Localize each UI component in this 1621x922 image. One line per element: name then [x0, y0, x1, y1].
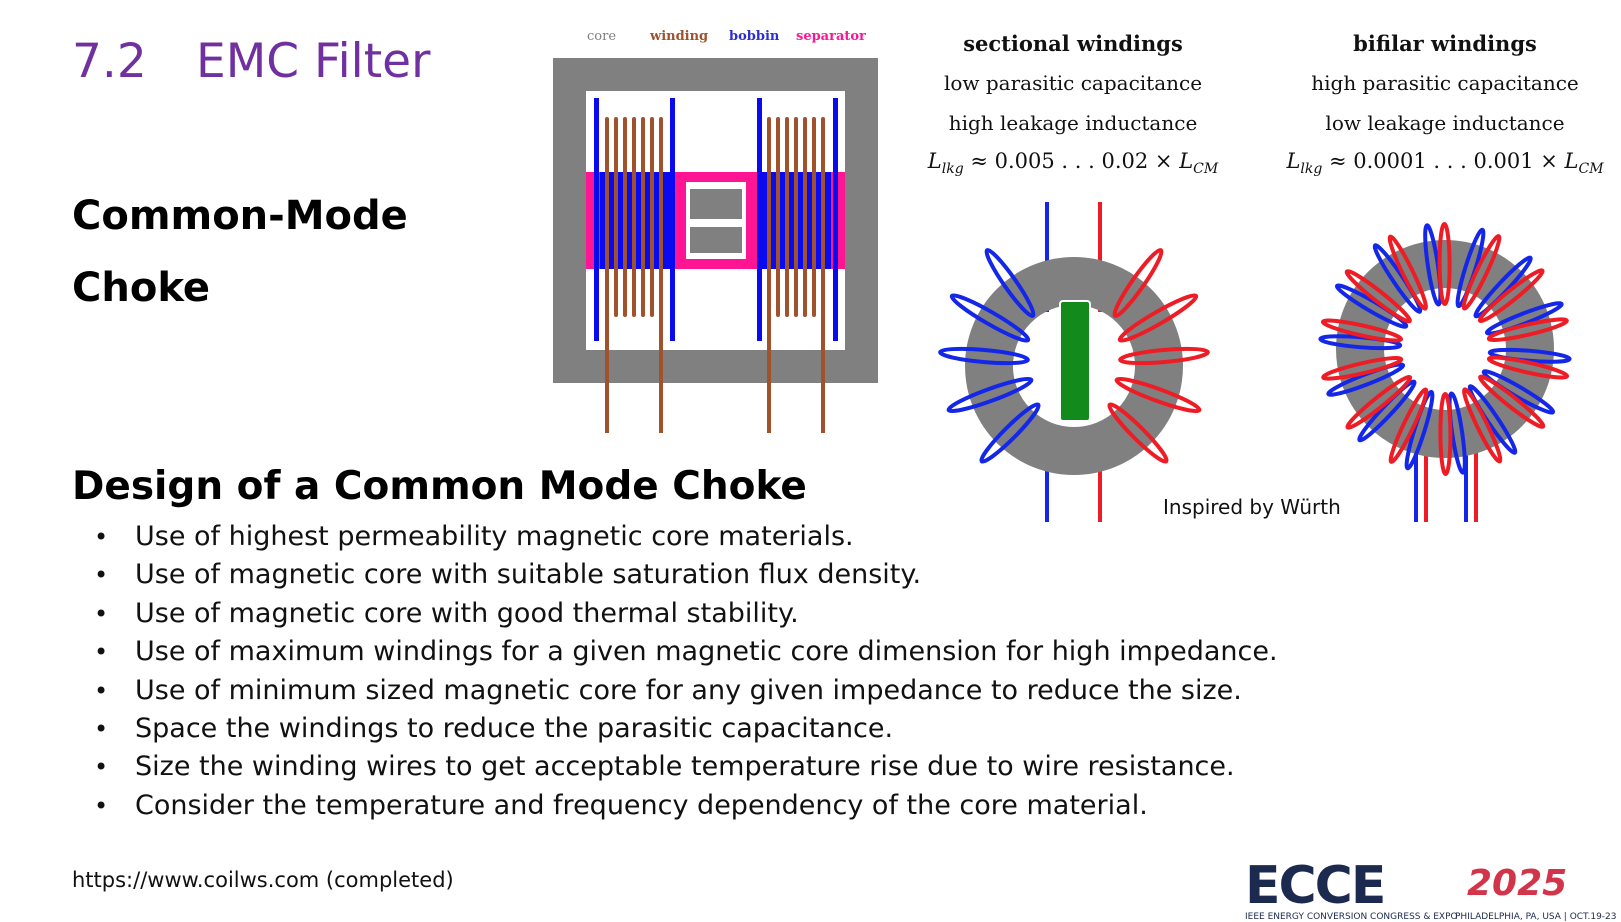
red-winding-loop [1461, 234, 1502, 311]
red-winding-loop [1477, 268, 1545, 324]
bifilar-line-1: high parasitic capacitance [1311, 71, 1579, 95]
red-winding-loop [1321, 356, 1404, 381]
bobbin-wall-4 [833, 98, 838, 341]
winding-left [605, 117, 663, 433]
bobbin-wall-1 [594, 98, 599, 341]
formula-lhs-sub: lkg [1300, 161, 1323, 178]
bobbin-wall-2 [670, 98, 675, 341]
sectional-title: sectional windings [963, 31, 1183, 56]
formula-rhs-sub: CM [1578, 161, 1604, 178]
red-winding-loop [1344, 269, 1412, 324]
slide-title: 7.2 EMC Filter [72, 34, 430, 89]
list-item: Space the windings to reduce the parasit… [94, 710, 1278, 749]
subtitle-line-1: Common-Mode [72, 193, 408, 239]
sectional-line-1: low parasitic capacitance [943, 71, 1203, 95]
legend-core: core [587, 29, 617, 44]
legend-bobbin: bobbin [729, 29, 780, 44]
formula-rhs-sub: CM [1193, 161, 1219, 178]
formula-mid: ≈ 0.005 . . . 0.02 × [963, 149, 1180, 173]
list-item: Use of minimum sized magnetic core for a… [94, 672, 1278, 711]
section-title: EMC Filter [196, 34, 431, 89]
logo-name: ECCE [1245, 856, 1386, 916]
formula-lhs: L [1286, 149, 1301, 173]
formula-lhs-sub: lkg [941, 161, 964, 178]
section-number: 7.2 [72, 34, 147, 89]
logo-year: 2025 [1467, 863, 1568, 904]
footer-link[interactable]: https://www.coilws.com (completed) [72, 868, 454, 892]
ecce-logo: ECCE 2025 IEEE ENERGY CONVERSION CONGRES… [1245, 856, 1617, 922]
winding-right [767, 117, 825, 433]
bifilar-line-2: low leakage inductance [1325, 111, 1565, 135]
center-leg-bottom [690, 227, 742, 253]
bobbin-wall-3 [757, 98, 762, 341]
subtitle-line-2: Choke [72, 265, 210, 311]
bifilar-title: bifilar windings [1353, 31, 1537, 56]
legend-separator: separator [796, 29, 866, 44]
design-heading: Design of a Common Mode Choke [72, 464, 807, 509]
list-item: Use of magnetic core with suitable satur… [94, 556, 1278, 595]
red-winding-loop [1320, 318, 1404, 343]
list-item: Use of maximum windings for a given magn… [94, 633, 1278, 672]
red-winding-loop [1478, 374, 1546, 429]
list-item: Size the winding wires to get acceptable… [94, 748, 1278, 787]
bifilar-toroid [1318, 222, 1572, 522]
image-credit: Inspired by Würth [1163, 495, 1341, 519]
sectional-line-2: high leakage inductance [948, 111, 1198, 135]
red-winding-loop [1437, 222, 1452, 306]
red-winding-loop [1462, 387, 1503, 464]
formula-lhs: L [927, 149, 942, 173]
list-item: Consider the temperature and frequency d… [94, 787, 1278, 826]
sectional-formula: Llkg ≈ 0.005 . . . 0.02 × LCM [893, 149, 1253, 177]
formula-mid: ≈ 0.0001 . . . 0.001 × [1322, 149, 1565, 173]
list-item: Use of highest permeability magnetic cor… [94, 518, 1278, 557]
red-winding-loop [1387, 234, 1428, 311]
bullet-list: Use of highest permeability magnetic cor… [94, 518, 1278, 826]
bifilar-formula: Llkg ≈ 0.0001 . . . 0.001 × LCM [1265, 149, 1621, 177]
red-winding-loop [1388, 387, 1429, 464]
red-winding-loop [1438, 392, 1453, 476]
formula-rhs: L [1564, 149, 1579, 173]
logo-tagline: IEEE ENERGY CONVERSION CONGRESS & EXPO [1245, 912, 1458, 922]
spacer-bar [1059, 300, 1091, 422]
red-winding-loop [1486, 355, 1570, 380]
subtitle: Common-Mode Choke [72, 180, 408, 324]
red-winding-loop [1486, 317, 1569, 342]
sectional-toroid [938, 202, 1210, 522]
logo-location: PHILADELPHIA, PA, USA | OCT.19-23 [1455, 912, 1617, 922]
list-item: Use of magnetic core with good thermal s… [94, 595, 1278, 634]
center-leg-top [690, 189, 742, 219]
formula-rhs: L [1179, 149, 1194, 173]
red-winding-loop [1345, 374, 1413, 430]
legend-winding: winding [650, 29, 709, 44]
